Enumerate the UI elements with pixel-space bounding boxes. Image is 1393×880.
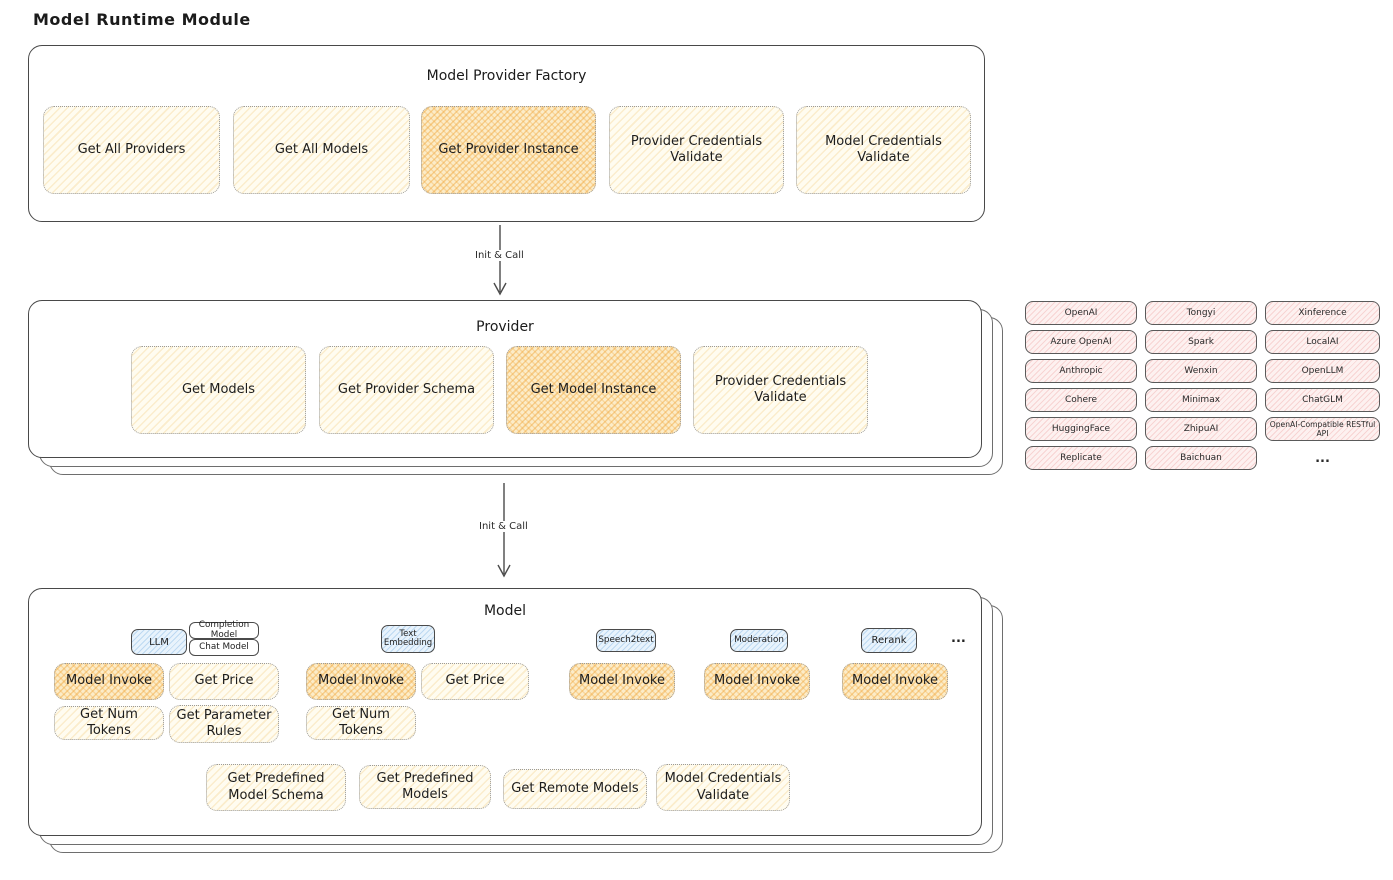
provider-card-wenxin: Wenxin bbox=[1145, 359, 1257, 383]
provider-card-azure-openai: Azure OpenAI bbox=[1025, 330, 1137, 354]
tab-rerank: Rerank bbox=[861, 628, 917, 653]
model-container: Model LLM Completion Model Chat Model Te… bbox=[28, 588, 982, 836]
text-embedding-get-num-tokens: Get Num Tokens bbox=[306, 706, 416, 740]
tab-llm: LLM bbox=[131, 629, 187, 655]
factory-get-all-models: Get All Models bbox=[233, 106, 410, 194]
factory-provider-credentials-validate: Provider Credentials Validate bbox=[609, 106, 784, 194]
rerank-model-invoke: Model Invoke bbox=[842, 663, 948, 700]
model-get-remote-models: Get Remote Models bbox=[503, 769, 647, 809]
tab-moderation: Moderation bbox=[730, 629, 788, 652]
init-call-label-2: Init & Call bbox=[475, 521, 532, 532]
llm-get-parameter-rules: Get Parameter Rules bbox=[169, 705, 279, 743]
provider-card-baichuan: Baichuan bbox=[1145, 446, 1257, 470]
provider-card-spark: Spark bbox=[1145, 330, 1257, 354]
provider-card-tongyi: Tongyi bbox=[1145, 301, 1257, 325]
tab-completion-model: Completion Model bbox=[189, 620, 259, 639]
provider-provider-credentials-validate: Provider Credentials Validate bbox=[693, 346, 868, 434]
text-embedding-get-price: Get Price bbox=[421, 663, 529, 700]
provider-card-anthropic: Anthropic bbox=[1025, 359, 1137, 383]
provider-card-zhipuai: ZhipuAI bbox=[1145, 417, 1257, 441]
llm-get-price: Get Price bbox=[169, 663, 279, 700]
provider-get-provider-schema: Get Provider Schema bbox=[319, 346, 494, 434]
provider-card-minimax: Minimax bbox=[1145, 388, 1257, 412]
provider-container: Provider Get Models Get Provider Schema … bbox=[28, 300, 982, 458]
provider-card-xinference: Xinference bbox=[1265, 301, 1380, 325]
tab-text-embedding: Text Embedding bbox=[381, 625, 435, 653]
provider-card-huggingface: HuggingFace bbox=[1025, 417, 1137, 441]
provider-card-cohere: Cohere bbox=[1025, 388, 1137, 412]
provider-card-openllm: OpenLLM bbox=[1265, 359, 1380, 383]
provider-card-chatglm: ChatGLM bbox=[1265, 388, 1380, 412]
model-provider-factory-container: Model Provider Factory Get All Providers… bbox=[28, 45, 985, 222]
provider-card-openai: OpenAI bbox=[1025, 301, 1137, 325]
model-get-predefined-models: Get Predefined Models bbox=[359, 765, 491, 809]
init-call-label-1: Init & Call bbox=[471, 250, 528, 261]
provider-get-model-instance: Get Model Instance bbox=[506, 346, 681, 434]
speech2text-model-invoke: Model Invoke bbox=[569, 663, 675, 700]
model-model-credentials-validate: Model Credentials Validate bbox=[656, 764, 790, 811]
factory-get-all-providers: Get All Providers bbox=[43, 106, 220, 194]
factory-model-credentials-validate: Model Credentials Validate bbox=[796, 106, 971, 194]
model-title: Model bbox=[483, 603, 527, 619]
provider-card-openai-compatible-restful-api: OpenAI-Compatible RESTful API bbox=[1265, 417, 1380, 441]
tab-speech2text: Speech2text bbox=[596, 629, 656, 652]
init-call-arrow-1 bbox=[493, 225, 507, 296]
llm-get-num-tokens: Get Num Tokens bbox=[54, 706, 164, 740]
tabs-ellipsis: ... bbox=[951, 631, 966, 646]
provider-cards-ellipsis: ... bbox=[1315, 450, 1330, 466]
text-embedding-model-invoke: Model Invoke bbox=[306, 663, 416, 700]
model-provider-factory-title: Model Provider Factory bbox=[426, 68, 587, 84]
provider-card-replicate: Replicate bbox=[1025, 446, 1137, 470]
provider-cards-grid: OpenAI Tongyi Xinference Azure OpenAI Sp… bbox=[1025, 301, 1380, 470]
model-get-predefined-model-schema: Get Predefined Model Schema bbox=[206, 764, 346, 811]
tab-chat-model: Chat Model bbox=[189, 639, 259, 656]
page-title: Model Runtime Module bbox=[33, 10, 251, 29]
provider-title: Provider bbox=[476, 319, 534, 335]
llm-model-invoke: Model Invoke bbox=[54, 663, 164, 700]
factory-get-provider-instance: Get Provider Instance bbox=[421, 106, 596, 194]
provider-get-models: Get Models bbox=[131, 346, 306, 434]
provider-card-localai: LocalAI bbox=[1265, 330, 1380, 354]
moderation-model-invoke: Model Invoke bbox=[704, 663, 810, 700]
